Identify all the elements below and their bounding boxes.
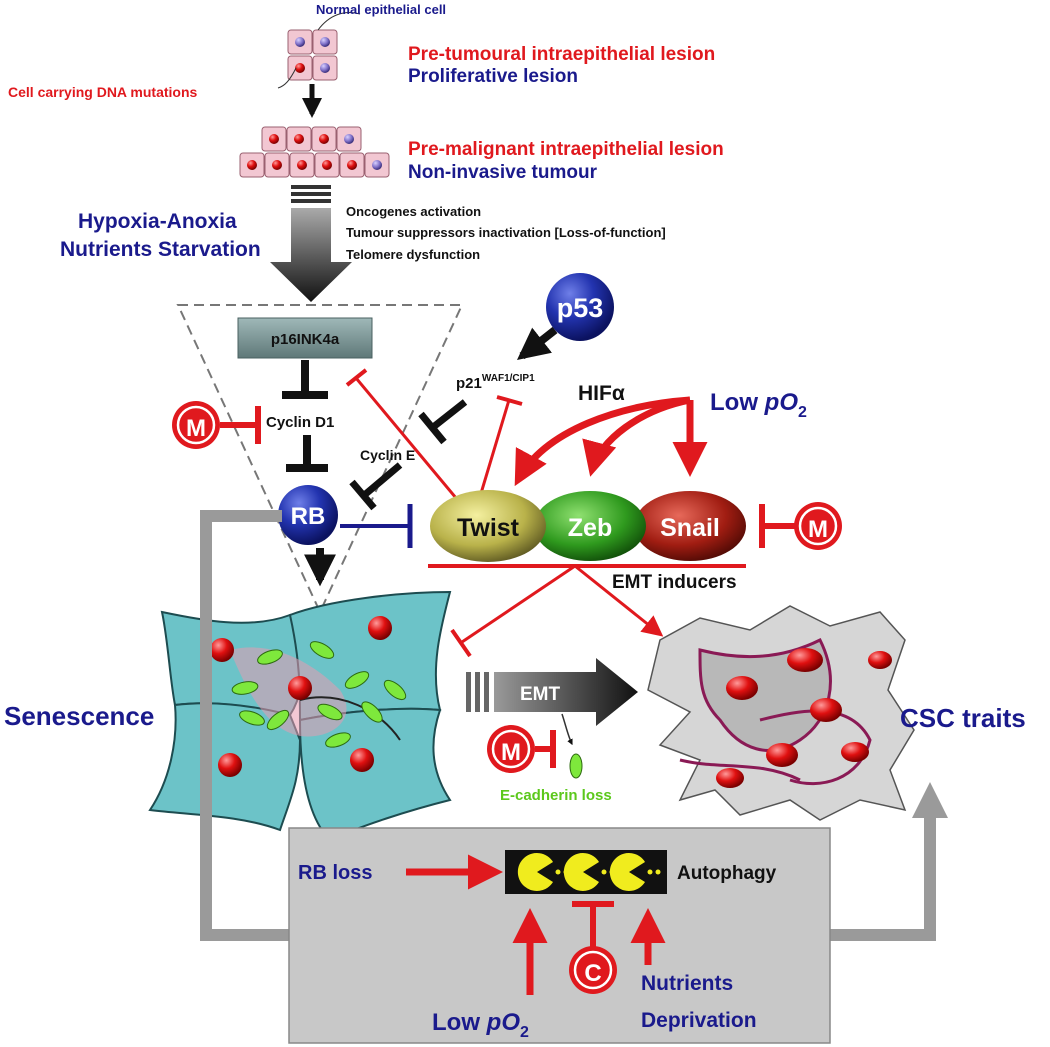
autophagy-pacman-icons: [517, 853, 661, 891]
rb-loss-label: RB loss: [298, 862, 372, 884]
event-telomere: Telomere dysfunction: [346, 247, 480, 262]
emt-inducers-senescence-bar: [450, 628, 472, 658]
emt-inducers-label: EMT inducers: [612, 572, 737, 593]
twist-p16-inhibit: [354, 377, 468, 511]
p16-label: p16INK4a: [271, 331, 340, 348]
mutated-cell-pointer: [277, 67, 297, 89]
lesion-cells: [239, 126, 390, 178]
ecadherin-label: E-cadherin loss: [500, 787, 612, 804]
m-inhibitor-emt: M: [487, 725, 556, 773]
low-po2-label: Low pO2: [710, 389, 807, 421]
m-label-2: M: [808, 516, 828, 543]
twist-node: [430, 490, 546, 562]
box-low-po2-main: Low: [432, 1009, 487, 1036]
p53-node: [546, 273, 614, 341]
p21-cycline-inhibit: [429, 399, 468, 431]
hif-activation-arrows: [514, 396, 708, 487]
ecadherin-icon: [569, 753, 583, 779]
senescence-pathway-triangle: [176, 304, 464, 615]
c-inhibitor-autophagy: C: [569, 901, 617, 994]
low-po2-main: Low: [710, 389, 765, 416]
emt-inducers-senescence-inhibit: [461, 564, 576, 644]
stress-line-1: Hypoxia-Anoxia: [78, 210, 237, 233]
stage1-red-label: Pre-tumoural intraepithelial lesion: [408, 44, 715, 65]
p21-cycline-bar: [418, 411, 447, 445]
zeb-node: [534, 491, 646, 561]
emt-ecad-pointer: [561, 713, 573, 746]
p53-label: p53: [557, 293, 604, 323]
box-low-po2-label: Low pO2: [432, 1009, 529, 1041]
normal-cell-pointer: [317, 12, 361, 31]
m-label-1: M: [186, 415, 206, 442]
cycline-rb-inhibit: [359, 462, 403, 500]
autophagy-label: Autophagy: [677, 863, 777, 884]
p21-label: p21WAF1/CIP1: [456, 373, 535, 392]
cyclin-d1-label: Cyclin D1: [266, 414, 334, 431]
mesenchymal-cells: [647, 605, 915, 821]
cycline-rb-bar: [349, 479, 377, 511]
progression-big-arrow: [270, 185, 352, 302]
p53-p21-arrow: [516, 326, 558, 360]
stress-line-2: Nutrients Starvation: [60, 238, 261, 261]
rb-node: [278, 485, 338, 545]
senescence-label: Senescence: [4, 701, 154, 731]
nutrients-label-1: Nutrients: [641, 972, 733, 995]
c-label: C: [584, 960, 601, 987]
low-po2-italic: pO: [764, 389, 799, 416]
twist-p16-bar: [345, 368, 368, 387]
twist-p21-bar: [496, 395, 523, 406]
emt-label: EMT: [520, 684, 561, 705]
p21-superscript: WAF1/CIP1: [482, 373, 535, 384]
emt-arrow: [466, 658, 638, 726]
box-low-po2-sub: 2: [520, 1024, 529, 1041]
csc-traits-label: CSC traits: [900, 703, 1026, 733]
low-po2-sub: 2: [798, 404, 807, 421]
senescence-autophagy-loop: [200, 510, 948, 941]
stage2-red-label: Pre-malignant intraepithelial lesion: [408, 139, 724, 160]
snail-label: Snail: [660, 514, 720, 542]
normal-epithelium-cells: [287, 29, 338, 81]
snail-node: [634, 491, 746, 561]
zeb-label: Zeb: [568, 514, 612, 542]
normal-cell-label: Normal epithelial cell: [316, 2, 446, 17]
p16-box: [237, 317, 373, 359]
event-oncogenes: Oncogenes activation: [346, 204, 481, 219]
stage1-blue-label: Proliferative lesion: [408, 66, 578, 87]
senescent-cells: [148, 590, 452, 842]
nutrients-label-2: Deprivation: [641, 1009, 757, 1032]
m-inhibitor-snail: M: [759, 502, 842, 550]
mutated-cell-label: Cell carrying DNA mutations: [8, 84, 198, 100]
stage2-blue-label: Non-invasive tumour: [408, 162, 598, 183]
emt-inducers-csc-arrow: [574, 564, 664, 637]
rb-label: RB: [291, 503, 326, 530]
p21-main: p21: [456, 375, 482, 392]
cyclin-e-label: Cyclin E: [360, 447, 415, 463]
twist-label: Twist: [457, 514, 520, 542]
event-suppressors: Tumour suppressors inactivation [Loss-of…: [346, 225, 666, 240]
hif-label: HIFα: [578, 382, 625, 405]
m-inhibitor-cyclind1: M: [172, 401, 261, 449]
box-low-po2-italic: pO: [486, 1009, 521, 1036]
m-label-3: M: [501, 739, 521, 766]
